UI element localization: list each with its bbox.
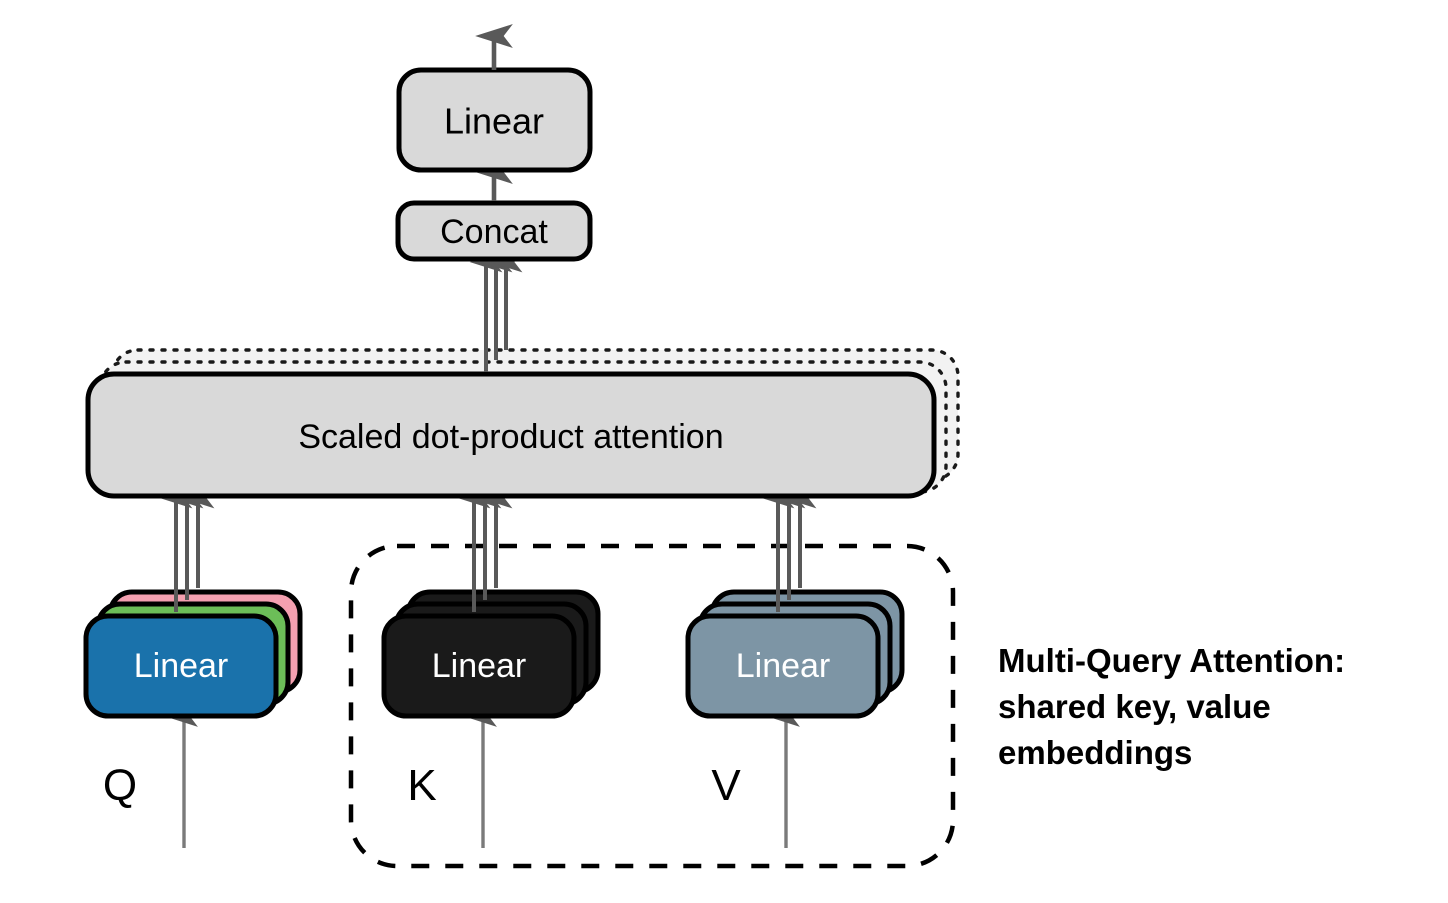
k-linear-label: Linear xyxy=(432,647,527,685)
input-label-key: K xyxy=(407,761,436,810)
scaled-dot-product-attention-box[interactable]: Scaled dot-product attention xyxy=(85,371,937,499)
annotation-line-3: embeddings xyxy=(998,734,1192,771)
shared-kv-group-box xyxy=(348,543,956,869)
output-linear-box[interactable]: Linear xyxy=(396,67,593,173)
edges-v-to-attention xyxy=(761,487,817,612)
attention-box-rect[interactable] xyxy=(85,371,937,499)
k-linear-layer-front[interactable] xyxy=(381,613,577,719)
k-linear-stack[interactable]: Linear xyxy=(381,589,601,719)
input-label-query: Q xyxy=(103,761,137,810)
annotation-multi-query-attention: Multi-Query Attention: shared key, value… xyxy=(998,642,1345,771)
v-linear-layer-front[interactable] xyxy=(685,613,881,719)
v-linear-stack[interactable]: Linear xyxy=(685,589,905,719)
edges-k-to-attention xyxy=(457,487,513,612)
concat-box-label: Concat xyxy=(440,213,548,251)
concat-box-rect[interactable] xyxy=(395,200,593,262)
annotation-line-1: Multi-Query Attention: xyxy=(998,642,1345,679)
attention-box-label: Scaled dot-product attention xyxy=(298,418,723,456)
q-linear-stack[interactable]: Linear xyxy=(83,589,303,719)
q-linear-layer-front[interactable] xyxy=(83,613,279,719)
input-label-value: V xyxy=(711,761,741,810)
output-linear-box-label: Linear xyxy=(444,101,544,142)
edges-attention-to-concat xyxy=(469,251,523,372)
edges-q-to-attention xyxy=(159,487,215,612)
concat-box[interactable]: Concat xyxy=(395,200,593,262)
v-linear-label: Linear xyxy=(736,647,831,685)
annotation-line-2: shared key, value xyxy=(998,688,1271,725)
q-linear-label: Linear xyxy=(134,647,229,685)
